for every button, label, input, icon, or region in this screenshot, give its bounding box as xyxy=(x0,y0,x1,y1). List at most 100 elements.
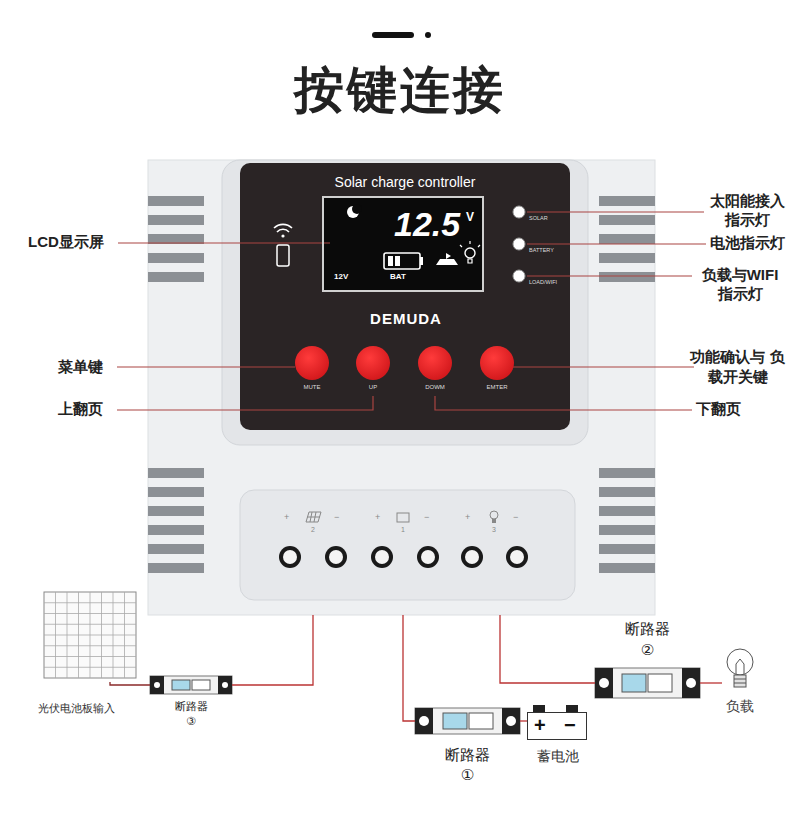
node-text: 12V xyxy=(334,272,348,282)
wifi-dot xyxy=(281,234,284,237)
terminal xyxy=(506,546,528,568)
moon-shadow xyxy=(352,204,362,214)
polarity-mark: + xyxy=(375,512,380,523)
polarity-mark: − xyxy=(424,512,429,523)
breaker-cap xyxy=(595,668,613,698)
node-text: V xyxy=(466,210,474,224)
solar-panel: 光伏电池板输入 xyxy=(40,588,140,682)
node-text: 12.5 xyxy=(394,204,460,245)
breaker-cap xyxy=(502,708,520,734)
breaker-body xyxy=(595,668,700,698)
callout-label: LCD显示屏 xyxy=(28,233,104,251)
node-text: + xyxy=(534,713,546,737)
breaker-body xyxy=(415,708,520,734)
breaker-switch xyxy=(622,674,646,692)
terminal-number: 1 xyxy=(401,526,405,534)
terminal-bulb-base xyxy=(492,519,496,523)
polarity-mark: − xyxy=(334,512,339,523)
breaker-switch xyxy=(648,674,672,692)
breaker: 断路器② xyxy=(595,668,700,698)
breaker-switch xyxy=(192,680,210,690)
breaker-cap xyxy=(682,668,700,698)
terminal xyxy=(461,546,483,568)
battery-post xyxy=(533,705,545,712)
node-text: ③ xyxy=(150,715,232,728)
led-label: SOLAR xyxy=(529,215,548,222)
wire xyxy=(403,615,415,721)
bulb-filament xyxy=(736,659,744,674)
lcd-bulb-rays xyxy=(460,241,480,263)
wire xyxy=(520,720,527,721)
breaker-2-drawing xyxy=(595,668,700,698)
panel-frame xyxy=(222,160,588,445)
wire xyxy=(110,682,150,685)
lcd-screen: 12.5 V 12V BAT xyxy=(322,196,484,292)
node-text: ② xyxy=(595,641,700,659)
page-title: 按键连接 xyxy=(0,60,800,120)
load-lamp: 负载 xyxy=(722,645,758,695)
terminal-bulb-icon xyxy=(490,511,498,519)
terminal-hole xyxy=(510,550,524,564)
lcd-battery-bar xyxy=(388,256,393,266)
controller-housing xyxy=(148,160,655,615)
breaker-switch xyxy=(172,680,190,690)
lcd-battery-icon xyxy=(384,253,420,269)
callout-label: 下翻页 xyxy=(696,400,741,418)
phone-icon xyxy=(277,245,289,266)
breaker-1-drawing xyxy=(415,708,520,734)
callout-label: 电池指示灯 xyxy=(710,234,785,252)
charge-controller: Solar charge controllerDEMUDA12.5V12VBAT… xyxy=(148,160,655,615)
black-panel xyxy=(240,163,570,430)
lcd-battery-bar xyxy=(395,256,400,266)
bulb-base xyxy=(734,675,746,687)
breaker-screw xyxy=(222,682,228,688)
node-text: − xyxy=(564,713,576,737)
terminal-hole xyxy=(465,550,479,564)
terminal-hole xyxy=(375,550,389,564)
node-text: MUTE xyxy=(282,384,342,391)
bulb-base-threads xyxy=(734,679,746,683)
wire xyxy=(500,615,595,683)
wifi-icon xyxy=(274,224,292,232)
callout-label: 菜单键 xyxy=(58,358,103,376)
breaker-switch xyxy=(443,713,467,729)
node-text: 蓄电池 xyxy=(518,749,598,766)
solar-panel-grid xyxy=(44,592,136,678)
callout-label: 上翻页 xyxy=(58,400,103,418)
led-label: BATTERY xyxy=(529,247,554,254)
lcd-battery-tip xyxy=(420,257,423,265)
node-text: BAT xyxy=(390,272,406,282)
terminal xyxy=(279,546,301,568)
breaker-screw xyxy=(686,678,696,688)
polarity-mark: + xyxy=(284,512,289,523)
battery: +−蓄电池 xyxy=(527,712,587,740)
lcd-bulb-icon xyxy=(465,248,475,258)
polarity-mark: + xyxy=(465,512,470,523)
breaker-body xyxy=(150,676,232,694)
mute-button: MUTE xyxy=(295,346,329,380)
lcd-ground xyxy=(322,196,484,292)
terminal xyxy=(325,546,347,568)
battery-led xyxy=(513,238,525,250)
node-text: 光伏电池板输入 xyxy=(38,702,115,715)
enter-button: EMTER xyxy=(480,346,514,380)
breaker-cap xyxy=(415,708,433,734)
terminal xyxy=(417,546,439,568)
top-dot xyxy=(425,32,431,38)
solar-led xyxy=(513,206,525,218)
callout-label: 太阳能接入 指示灯 xyxy=(707,191,787,229)
top-dash xyxy=(372,32,414,38)
load-led xyxy=(513,270,525,282)
breaker-screw xyxy=(599,678,609,688)
node-text: 断路器 xyxy=(415,746,520,764)
breaker-3-drawing xyxy=(150,676,232,694)
node-text: DEMUDA xyxy=(356,310,456,328)
terminals xyxy=(279,546,528,568)
breaker: 断路器③ xyxy=(150,676,232,694)
battery-post xyxy=(566,705,578,712)
lcd-load-icon xyxy=(436,253,458,265)
solar-panel xyxy=(44,592,136,678)
breaker-cap xyxy=(218,676,232,694)
